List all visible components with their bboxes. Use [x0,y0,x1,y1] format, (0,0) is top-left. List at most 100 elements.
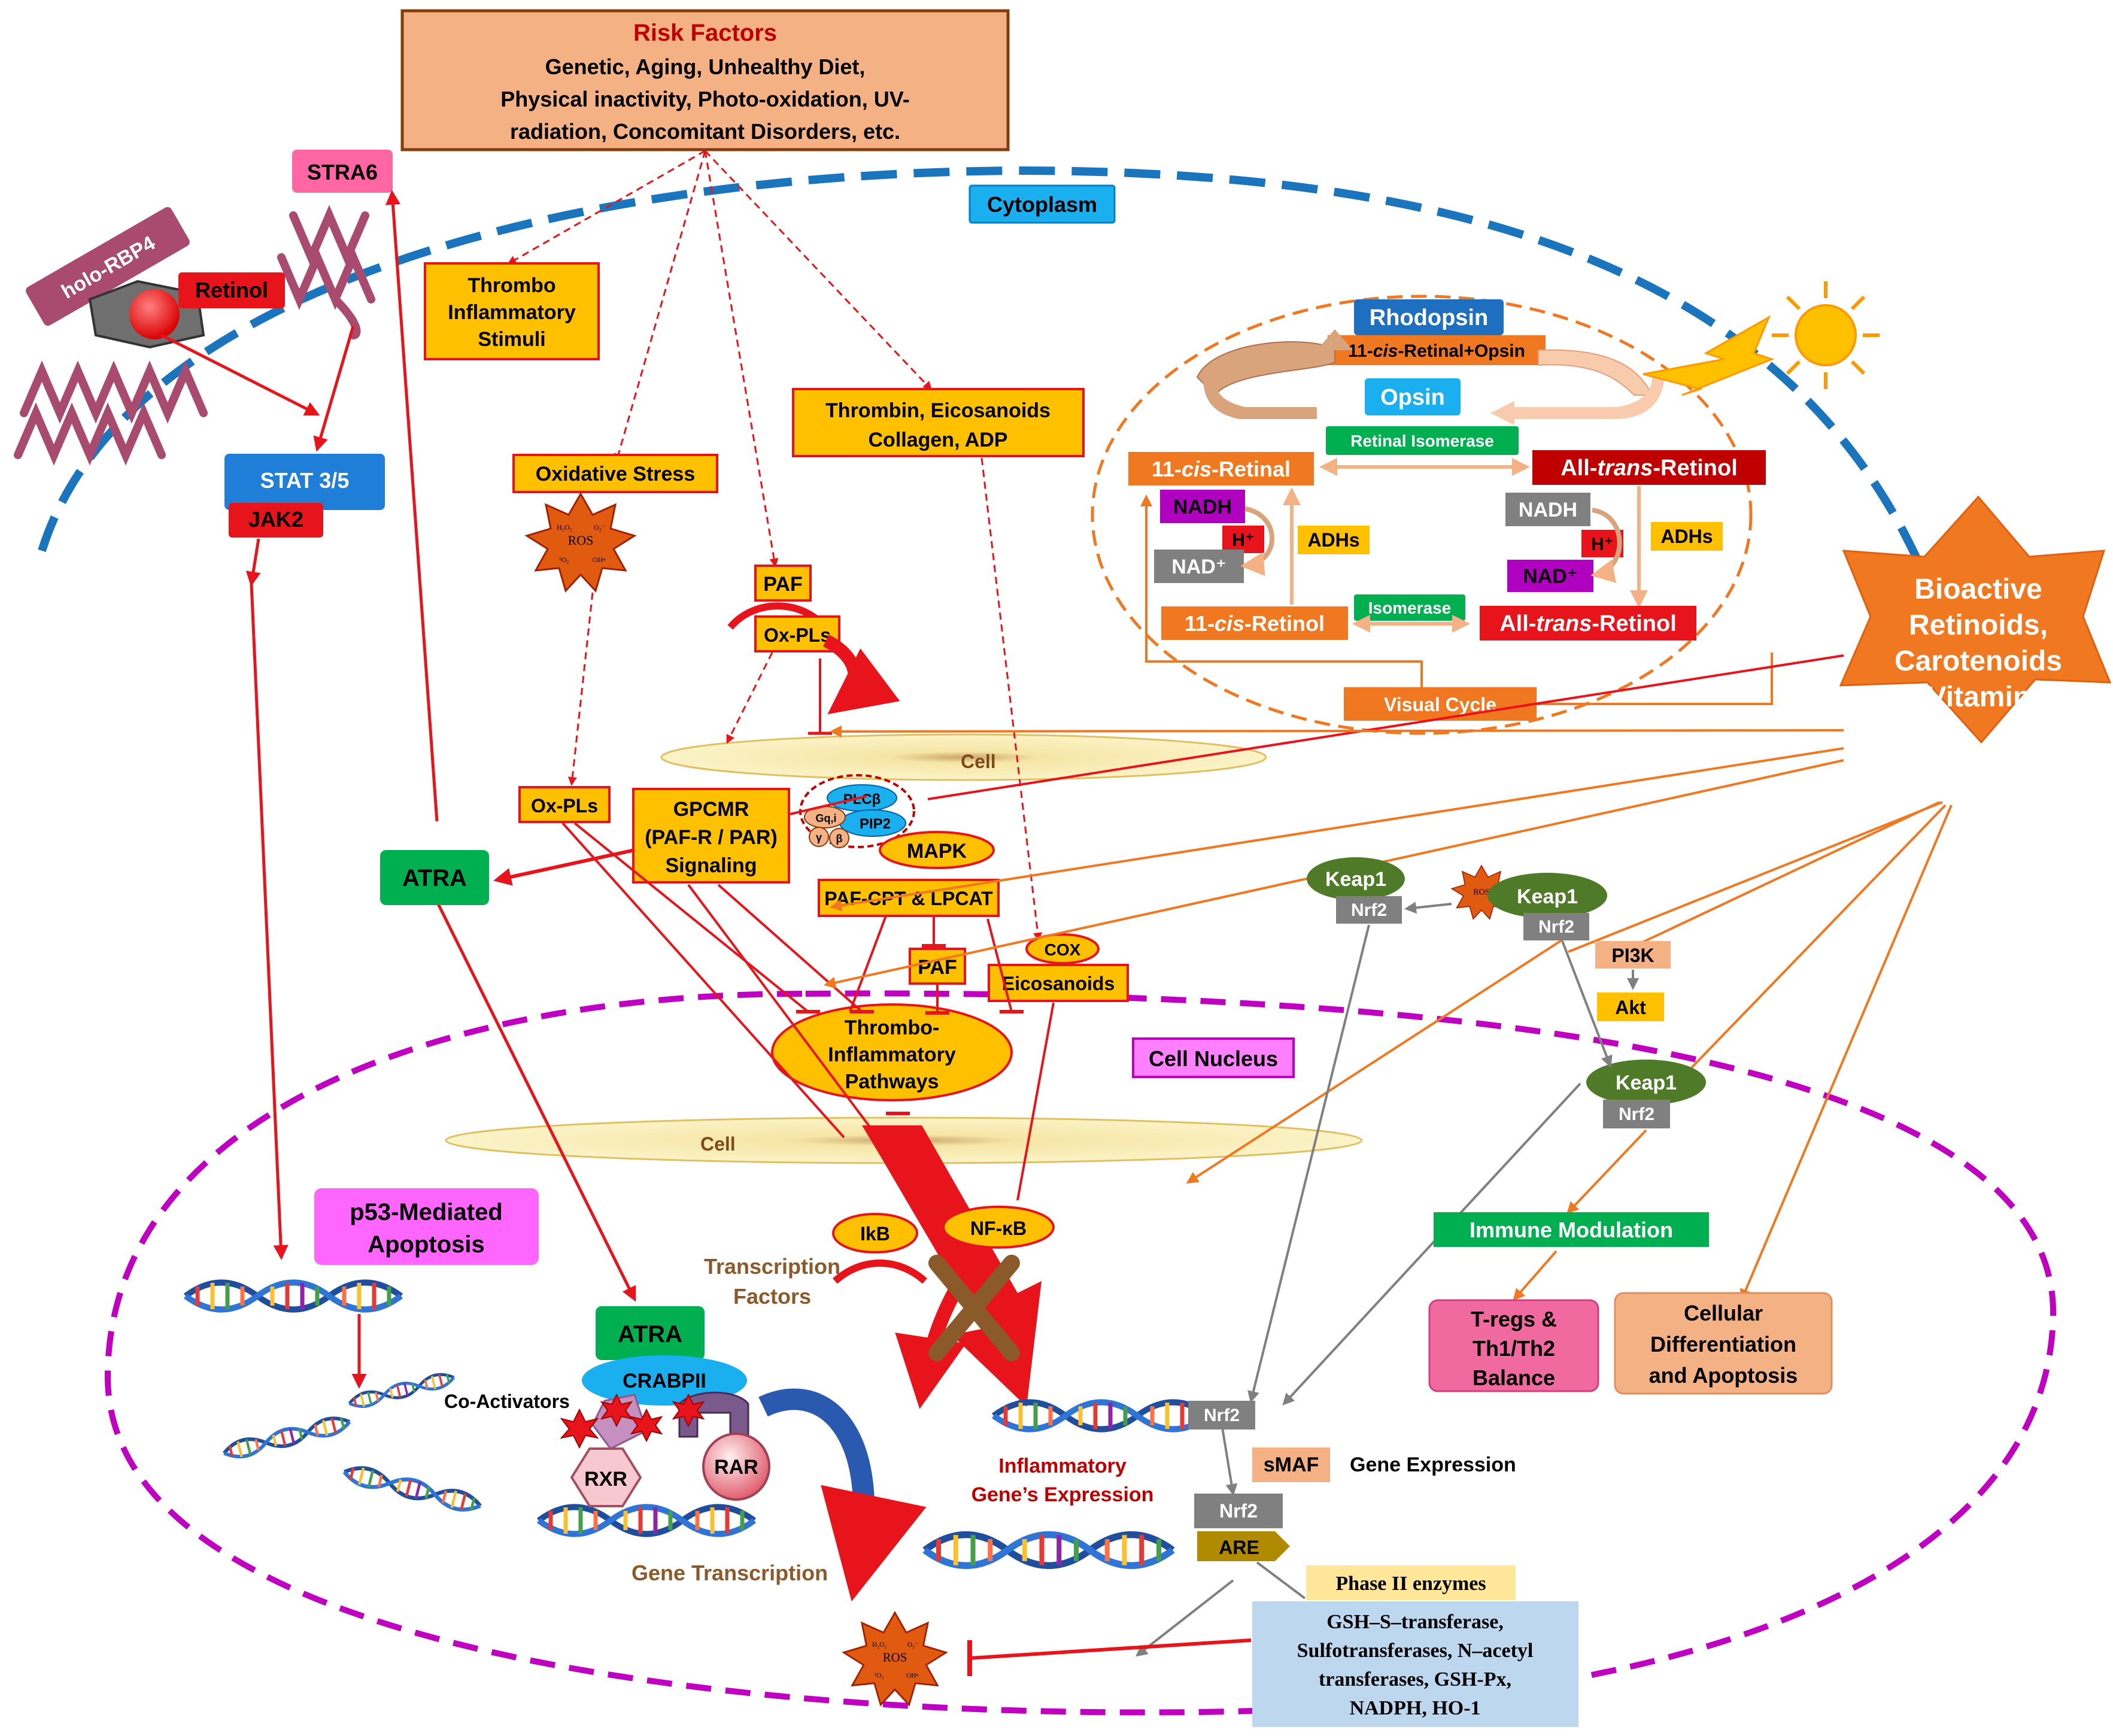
coactivators-label: Co-Activators [444,1391,570,1412]
dna-broken-2 [348,1371,456,1410]
rar-label: RAR [714,1456,758,1479]
risk-line3: radiation, Concomitant Disorders, etc. [510,119,900,144]
cytoplasm-badge: Cytoplasm [969,184,1116,224]
enzymes-inhibit-ros [969,1638,1252,1660]
tregs-line1: T-regs & [1471,1307,1557,1331]
nrf2-e-badge: Nrf2 [1194,1494,1283,1528]
nrf2-to-immune-arrow [1566,1129,1647,1214]
stat-jak-badge: STAT 3/5 JAK2 [224,454,385,538]
oxidative-label: Oxidative Stress [536,463,695,485]
nrf2-d-label: Nrf2 [1204,1406,1240,1425]
thrombo-stimuli-box: Thrombo Inflammatory Stimuli [424,262,600,360]
risk-arrows [507,150,933,567]
ros-label-lower: ROS [883,1650,907,1665]
membrane-receptor [14,205,375,466]
smaf-badge: sMAF [1252,1447,1330,1482]
celldiff-line3: and Apoptosis [1649,1363,1798,1388]
beta-label: β [836,833,843,845]
oxidative-stress-box: Oxidative Stress [512,454,718,493]
cell-layer-upper: Cell [660,733,1267,781]
risk-factors-box: Risk Factors Genetic, Aging, Unhealthy D… [400,9,1010,151]
eicosanoids-label: Eicosanoids [1002,973,1115,994]
mapk-label: MAPK [907,840,967,863]
gpcmr-line1: GPCMR [673,798,749,821]
ikb-arc [833,1259,927,1284]
tf-line2: Factors [733,1284,811,1309]
paf2-box: PAF [909,948,966,985]
opsin-label: Opsin [1380,385,1445,410]
pi3k-badge: PI3K [1595,941,1671,969]
risk-line2: Physical inactivity, Photo-oxidation, UV… [500,87,909,111]
pip2-label: PIP2 [860,816,891,832]
cis-retinal-badge: 11-cis-Retinal [1128,452,1314,485]
gene-transcription-label: Gene Transcription [632,1561,828,1585]
ros-burst-lower: ROS H₂O₂ O₂⁻ ¹O₂ OH• [842,1611,948,1707]
nadplus-left-label: NAD⁺ [1171,556,1226,578]
immune-modulation-badge: Immune Modulation [1434,1212,1709,1247]
nfkb-badge: NF-κB [942,1206,1055,1249]
ros-o2-lower: O₂⁻ [907,1641,918,1649]
visual-cycle-badge: Visual Cycle [1344,687,1537,721]
ros-to-oxpls-arrow [567,592,594,786]
gpcmr-to-atra-arrow [493,848,635,886]
curved-red-arrow [822,635,900,715]
inflammatory-line2: Gene’s Expression [972,1483,1154,1506]
paf-label: PAF [763,573,802,596]
keap1-nrf2-b: Keap1 Nrf2 [1487,873,1607,940]
phase2-title-badge: Phase II enzymes [1306,1565,1516,1600]
nadh-right-label: NADH [1519,499,1577,521]
inhibition-bars [796,944,1024,1115]
cell-label-upper: Cell [961,751,996,772]
enzymes-line1: GSH–S–transferase, [1326,1611,1504,1633]
dna-strand-rar [539,1507,754,1534]
nadh-left-label: NADH [1173,496,1232,518]
hplus-right-label: H⁺ [1591,535,1614,554]
receptor-arrows [160,190,636,1302]
nrf2-d-badge: Nrf2 [1188,1401,1255,1430]
nrf2-c-label: Nrf2 [1619,1104,1654,1124]
tf-line1: Transcription [704,1254,840,1279]
stra6-label: STRA6 [307,160,378,184]
thrombo-line1: Thrombo [467,274,555,297]
gq-label: Gq,i [816,812,837,824]
all-trans-retinol-bottom-badge: All-trans-Retinol [1480,606,1696,641]
keap1-nrf2-c: Keap1 Nrf2 [1586,1060,1706,1128]
gene-transcription-arrow [758,1388,927,1602]
ros-o2-upper: O₂⁻ [594,523,605,532]
retinal-isomerase-label: Retinal Isomerase [1350,432,1494,450]
thrombo-line3: Stimuli [478,328,545,351]
visual-cycle-arrows [1196,329,1664,425]
trans-retinol-top-label: All-trans-Retinol [1561,456,1738,481]
cytoplasm-label: Cytoplasm [987,192,1097,217]
p53-line2: Apoptosis [368,1231,485,1258]
ros-oh-upper: OH• [593,556,606,564]
dna-strand-p53 [186,1283,401,1310]
stat-label: STAT 3/5 [260,468,350,493]
stra6-badge: STRA6 [292,150,393,193]
ros-to-keap1-arrow [1404,902,1452,914]
nucleus-membrane [104,990,2057,1716]
bioactive-line3: Carotenoids [1895,645,2062,677]
atra-cytoplasm-box: ATRA [380,850,489,905]
hplus-left-label: H⁺ [1232,530,1255,550]
risk-line1: Genetic, Aging, Unhealthy Diet, [545,54,866,79]
cis-opsin-label: 11-cis-Retinal+Opsin [1348,341,1525,361]
nfkb-label: NF-κB [970,1218,1027,1239]
dna-strand-are [925,1535,1173,1566]
retinal-isomerase-badge: Retinal Isomerase [1326,426,1519,455]
all-trans-retinol-top-badge: All-trans-Retinol [1532,450,1766,485]
isomerase-badge: Isomerase [1354,594,1465,621]
enzymes-line2: Sulfotransferases, N–acetyl [1297,1640,1534,1662]
ros-h2o2-upper: H₂O₂ [557,523,572,532]
pafcpt-box: PAF-CPT & LPCAT [818,879,1000,917]
mapk-badge: MAPK [879,831,995,869]
holo-rbp4-complex: holo-RBP4 Retinol [26,207,285,349]
immune-to-tregs-arrow [1513,1250,1558,1301]
pathways-line1: Thrombo- [845,1016,940,1039]
cis-retinol-badge: 11-cis-Retinol [1161,606,1348,640]
nadplus-right-label: NAD⁺ [1523,565,1578,588]
adhs-left-label: ADHs [1307,529,1359,551]
cell-label-lower: Cell [700,1133,736,1155]
nrf2-b-label: Nrf2 [1538,917,1574,937]
